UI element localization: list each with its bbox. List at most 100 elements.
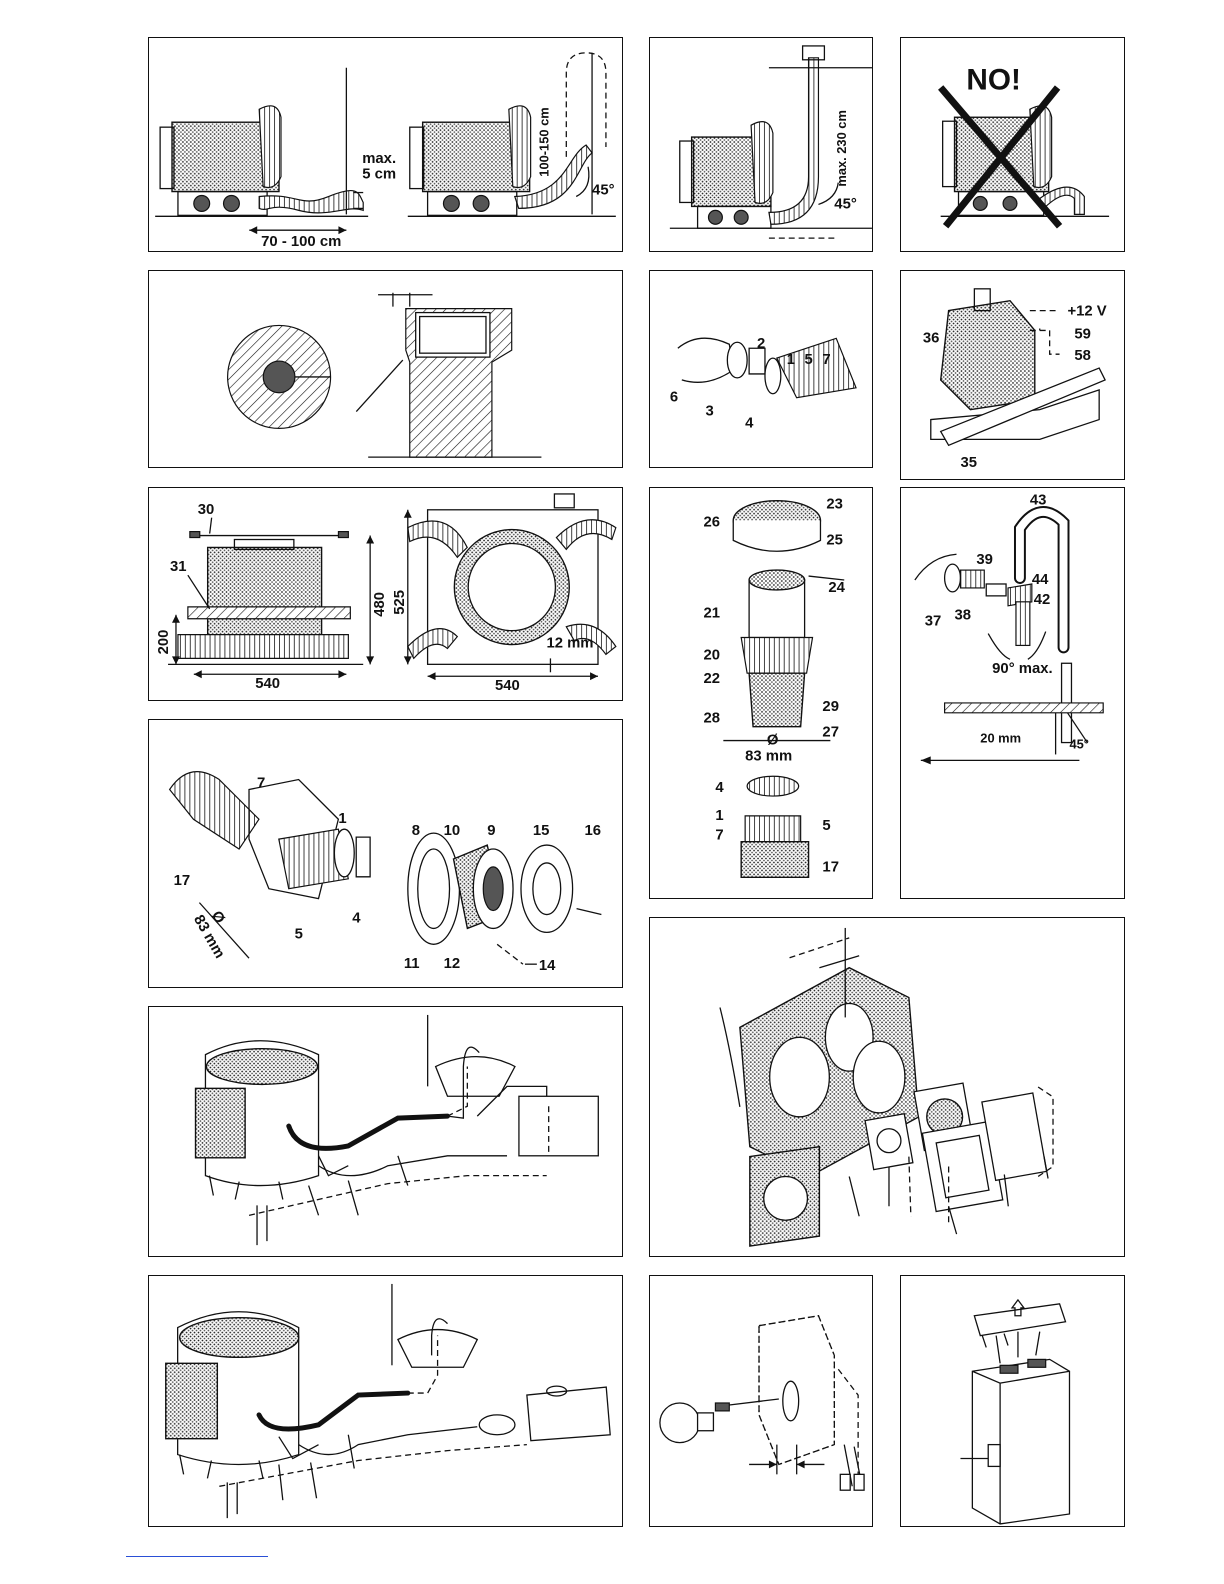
water-canister [527,1387,610,1441]
panel-remote-control-mounting [649,917,1125,1257]
label-540-right: 540 [495,678,520,694]
footer-link-line[interactable] [126,1556,268,1557]
label-27: 27 [822,725,839,741]
label-angle: 45° [592,183,615,199]
label-3: 3 [706,404,714,420]
diagram-wrong-installation: NO! [901,38,1124,251]
floor-hatch [945,703,1104,713]
label-36: 36 [923,330,940,346]
panel-wrong-installation: NO! [900,37,1125,252]
label-1: 1 [715,808,723,824]
panel-pipe-cross-section [148,270,623,468]
panel-exhaust-vertical: max. 230 cm 45° [649,37,873,252]
panel-switch-mounting [649,1275,873,1527]
control-unit [941,301,1035,410]
label-42: 42 [1034,592,1051,608]
label-45-deg: 45° [1069,737,1088,752]
label-22: 22 [704,671,721,687]
water-tank [519,1096,598,1156]
label-max-rise: max. 230 cm [834,110,849,186]
cover-lid [974,1304,1065,1336]
diagram-exhaust-vertical: max. 230 cm 45° [650,38,872,251]
label-length: 70 - 100 cm [261,234,341,250]
diagram-water-supply-pump [149,1276,622,1526]
diagram-remote-control-mounting [650,918,1124,1256]
label-5: 5 [805,352,813,368]
label-4: 4 [715,780,724,796]
mounting-cutout [416,313,490,358]
diagram-electrical-connection: +12 V 59 58 36 35 [901,271,1124,479]
water-pump [479,1415,515,1435]
label-26: 26 [704,515,721,531]
label-21: 21 [704,606,721,622]
label-44: 44 [1032,572,1049,588]
heater-side-view [208,547,322,636]
label-90-max: 90° max. [992,661,1052,677]
label-9: 9 [487,823,495,839]
label-525: 525 [392,590,408,615]
label-7: 7 [822,352,830,368]
label-diameter-symbol: Ø [767,733,779,749]
label-20: 20 [704,647,721,663]
floor-section [188,607,350,619]
panel-electrical-connection: +12 V 59 58 36 35 [900,270,1125,480]
panel-exhaust-horizontal: max. 5 cm 70 - 100 cm 100-150 cm 45° [148,37,623,252]
label-10: 10 [444,823,461,839]
label-59: 59 [1074,326,1091,342]
diagram-installation-dimensions: 540 200 480 30 31 525 540 12 mm [149,488,622,700]
panel-hose-connection: 2 1 5 7 6 3 4 [649,270,873,468]
label-39: 39 [976,552,993,568]
panel-installation-dimensions: 540 200 480 30 31 525 540 12 mm [148,487,623,701]
label-max: max. [362,151,396,167]
panel-wall-outlet-assembly: 7 1 8 10 9 15 16 17 Ø 83 mm 5 4 11 12 14 [148,719,623,988]
label-540-left: 540 [255,676,280,692]
label-17: 17 [822,859,839,875]
heater-control-panel-2 [166,1363,218,1438]
label-4: 4 [352,910,361,926]
label-1: 1 [338,811,346,827]
label-37: 37 [925,614,942,630]
label-7: 7 [257,775,265,791]
label-4: 4 [745,415,754,431]
panel-water-supply-pump [148,1275,623,1527]
label-11: 11 [404,956,420,972]
label-2: 2 [757,336,765,352]
pipe-core [263,361,295,393]
label-20mm: 20 mm [980,731,1021,746]
diagram-exhaust-horizontal: max. 5 cm 70 - 100 cm 100-150 cm 45° [149,38,622,251]
exhaust-hose-horizontal [259,191,363,213]
label-24: 24 [828,580,845,596]
label-200: 200 [156,630,172,655]
label-5: 5 [295,926,303,942]
label-480: 480 [372,592,388,617]
panel-water-drain: 43 39 44 42 37 38 90° max. 20 mm 45° [900,487,1125,899]
label-23: 23 [826,497,843,513]
label-30: 30 [198,502,215,518]
label-35: 35 [961,455,978,471]
label-12v: +12 V [1067,304,1106,320]
label-max-height: 5 cm [362,167,396,183]
diagram-water-drain: 43 39 44 42 37 38 90° max. 20 mm 45° [901,488,1124,898]
label-31: 31 [170,559,187,575]
vertical-exhaust-hose [769,58,819,224]
panel-roof-cowl-assembly: 23 26 25 24 21 20 22 29 28 27 Ø 83 mm 4 … [649,487,873,899]
diagram-control-box-cover [901,1276,1124,1526]
diagram-water-supply-tank [149,1007,622,1256]
diagram-pipe-cross-section [149,271,622,467]
heater-hose-left [259,106,281,188]
label-no-warning: NO! [966,64,1020,97]
diagram-wall-outlet-assembly: 7 1 8 10 9 15 16 17 Ø 83 mm 5 4 11 12 14 [149,720,622,987]
label-28: 28 [704,711,721,727]
diagram-roof-cowl-assembly: 23 26 25 24 21 20 22 29 28 27 Ø 83 mm 4 … [650,488,872,898]
diagram-switch-mounting [650,1276,872,1526]
exhaust-route-dashed [566,53,606,157]
label-12mm: 12 mm [546,635,593,651]
label-5: 5 [822,818,830,834]
label-14: 14 [539,958,556,974]
switch-knob [660,1403,700,1443]
control-box [972,1359,1069,1524]
label-rise: 100-150 cm [536,107,551,176]
label-7: 7 [715,828,723,844]
heater-base-left [178,192,267,216]
label-17: 17 [174,873,191,889]
